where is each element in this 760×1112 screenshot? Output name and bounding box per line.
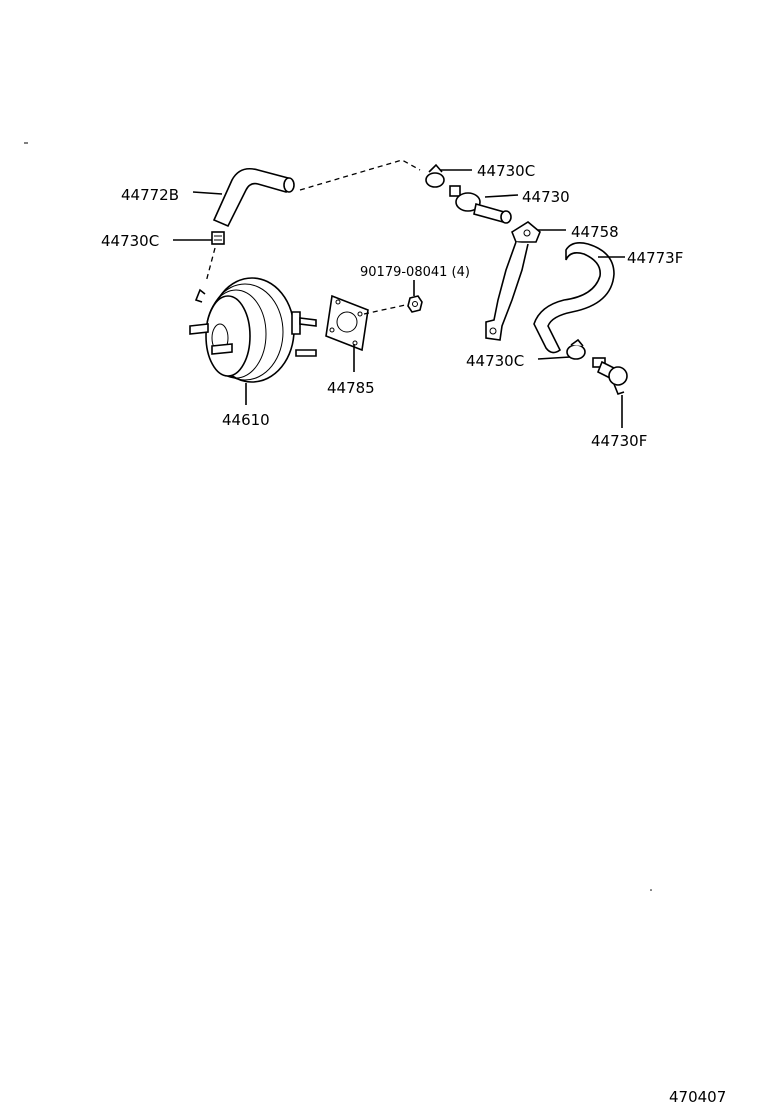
brake-booster-44610[interactable] (189, 277, 317, 383)
hose-route-dashed (299, 159, 421, 191)
gasket-44785[interactable] (325, 294, 369, 352)
label-nut: 90179-08041 (4) (360, 265, 470, 280)
label-44785: 44785 (327, 379, 375, 397)
label-44730c-left: 44730C (101, 232, 159, 250)
clamp-route-dashed (205, 247, 216, 283)
label-44730c-top: 44730C (477, 162, 535, 180)
label-44730f: 44730F (591, 432, 647, 450)
leader-44730c-bottom (537, 356, 571, 360)
nut-90179-08041[interactable] (407, 295, 423, 313)
leader-44730 (484, 194, 519, 198)
label-44772b: 44772B (121, 186, 179, 204)
label-44773f: 44773F (627, 249, 683, 267)
label-44730: 44730 (522, 188, 570, 206)
clamp-44730c-top[interactable] (425, 163, 445, 188)
clamp-44730c-left[interactable] (211, 231, 225, 245)
leader-44772b (192, 191, 223, 195)
stray-dot (650, 889, 652, 891)
hose-44772b[interactable] (212, 167, 295, 228)
figure-code: 470407 (669, 1088, 726, 1106)
label-44730c-bottom: 44730C (466, 352, 524, 370)
bracket-44758[interactable] (485, 221, 541, 341)
hose-44773f[interactable] (533, 242, 615, 354)
label-44610: 44610 (222, 411, 270, 429)
label-44758: 44758 (571, 223, 619, 241)
check-valve-44730[interactable] (449, 185, 512, 224)
union-44730f[interactable] (592, 357, 628, 395)
clamp-44730c-bottom[interactable] (566, 338, 586, 360)
nut-route-dashed (363, 303, 411, 315)
